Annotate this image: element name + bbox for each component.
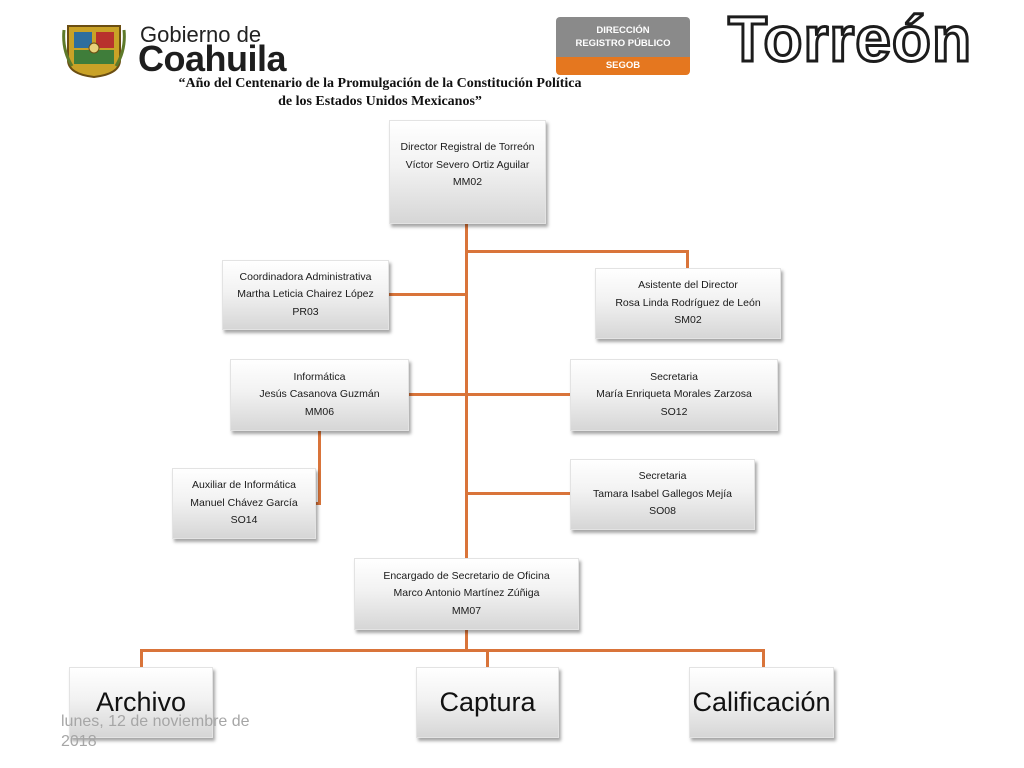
informatica-box: Informática Jesús Casanova Guzmán MM06 <box>230 359 409 431</box>
connector-calificacion <box>762 649 765 667</box>
director-title: Director Registral de Torreón <box>400 141 535 153</box>
auxiliar-box: Auxiliar de Informática Manuel Chávez Ga… <box>172 468 316 539</box>
coordinadora-code: PR03 <box>292 305 319 318</box>
connector-coordinadora <box>389 293 466 296</box>
trunk-line <box>465 224 468 558</box>
connector-auxiliar-h <box>316 502 321 505</box>
motto-line2: de los Estados Unidos Mexicanos” <box>278 94 482 109</box>
asistente-title: Asistente del Director <box>638 279 738 292</box>
secretaria1-box: Secretaria María Enriqueta Morales Zarzo… <box>570 359 778 431</box>
secretaria2-box: Secretaria Tamara Isabel Gallegos Mejía … <box>570 459 755 530</box>
secretaria2-title: Secretaria <box>638 470 687 483</box>
unit-calificacion-label: Calificación <box>692 686 831 717</box>
secretaria2-name: Tamara Isabel Gallegos Mejía <box>593 487 732 500</box>
unit-captura-box: Captura <box>416 667 559 738</box>
unit-archivo-label: Archivo <box>95 686 187 717</box>
badge-line1: DIRECCIÓN <box>596 25 650 36</box>
badge-segob: SEGOB <box>556 57 690 75</box>
coordinadora-name: Martha Leticia Chairez López <box>237 288 374 301</box>
connector-archivo <box>140 649 143 667</box>
connector-auxiliar-v <box>318 431 321 504</box>
coahuila-coat-of-arms-logo <box>62 25 126 78</box>
connector-captura <box>486 649 489 667</box>
unit-captura-label: Captura <box>439 686 536 717</box>
connector-secretaria1 <box>467 393 570 396</box>
asistente-name: Rosa Linda Rodríguez de León <box>615 296 761 309</box>
asistente-box: Asistente del Director Rosa Linda Rodríg… <box>595 268 781 339</box>
registro-publico-badge: DIRECCIÓN REGISTRO PÚBLICO SEGOB <box>556 17 690 75</box>
director-box: Director Registral de Torreón Víctor Sev… <box>389 120 546 224</box>
director-code: MM02 <box>452 176 483 188</box>
auxiliar-code: SO14 <box>230 514 258 527</box>
secretaria1-code: SO12 <box>660 405 688 418</box>
connector-units-bar <box>140 649 765 652</box>
informatica-name: Jesús Casanova Guzmán <box>259 388 380 401</box>
unit-calificacion-box: Calificación <box>689 667 834 738</box>
encargado-box: Encargado de Secretario de Oficina Marco… <box>354 558 579 630</box>
informatica-code: MM06 <box>304 405 335 418</box>
footer-date: lunes, 12 de noviembre de 2018 <box>61 713 250 750</box>
coordinadora-title: Coordinadora Administrativa <box>239 270 372 283</box>
director-name: Víctor Severo Ortiz Aguilar <box>405 158 530 171</box>
connector-asistente <box>467 250 688 253</box>
gobierno-de-label: Gobierno de <box>140 22 262 47</box>
connector-encargado-down <box>465 630 468 651</box>
auxiliar-name: Manuel Chávez García <box>190 496 298 509</box>
encargado-name: Marco Antonio Martínez Zúñiga <box>393 587 540 600</box>
asistente-code: SM02 <box>674 314 702 327</box>
auxiliar-title: Auxiliar de Informática <box>192 479 296 492</box>
connector-informatica <box>409 393 466 396</box>
motto-line1: “Año del Centenario de la Promulgación d… <box>178 76 582 91</box>
secretaria1-title: Secretaria <box>650 370 698 383</box>
encargado-title: Encargado de Secretario de Oficina <box>383 569 550 582</box>
coordinadora-box: Coordinadora Administrativa Martha Letic… <box>222 260 389 330</box>
informatica-title: Informática <box>293 370 346 383</box>
connector-asistente-drop <box>686 250 689 269</box>
unit-archivo-box: Archivo <box>69 667 213 738</box>
coahuila-wordmark: Coahuila <box>138 38 287 79</box>
secretaria1-name: María Enriqueta Morales Zarzosa <box>596 388 752 401</box>
secretaria2-code: SO08 <box>649 505 676 518</box>
city-title: Torreón <box>726 2 973 77</box>
motto: “Año del Centenario de la Promulgación d… <box>160 75 600 111</box>
connector-secretaria2 <box>467 492 570 495</box>
badge-line2: REGISTRO PÚBLICO <box>575 38 671 49</box>
encargado-code: MM07 <box>451 604 482 617</box>
